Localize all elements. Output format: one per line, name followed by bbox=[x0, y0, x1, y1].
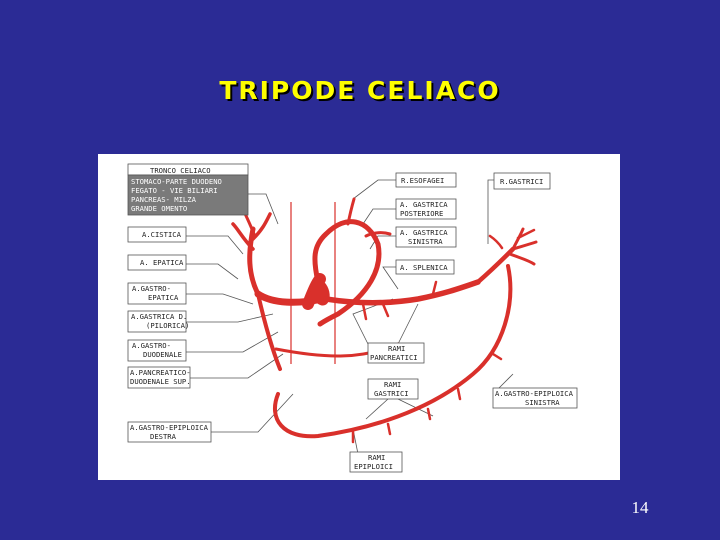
trunk-box: TRONCO CELIACO STOMACO-PARTE DUODENO FEG… bbox=[127, 163, 249, 216]
slide-title: TRIPODE CELIACO bbox=[219, 76, 501, 105]
svg-text:A.GASTRO-EPIPLOICA: A.GASTRO-EPIPLOICA bbox=[130, 423, 209, 432]
svg-text:EPIPLOICI: EPIPLOICI bbox=[354, 462, 393, 471]
label-r-esofagei: R.ESOFAGEI bbox=[395, 172, 457, 188]
page-number: 14 bbox=[631, 498, 649, 517]
label-a-gastro-epiploica-sinistra: A.GASTRO-EPIPLOICA SINISTRA bbox=[492, 387, 578, 409]
label-a-splenica: A. SPLENICA bbox=[395, 259, 455, 275]
svg-text:GASTRICI: GASTRICI bbox=[374, 389, 409, 398]
svg-text:DUODENALE: DUODENALE bbox=[143, 350, 182, 359]
svg-text:DUODENALE SUP.: DUODENALE SUP. bbox=[130, 377, 191, 386]
anatomy-illustration: TRONCO CELIACO STOMACO-PARTE DUODENO FEG… bbox=[127, 163, 578, 473]
svg-text:A.CISTICA: A.CISTICA bbox=[142, 230, 182, 239]
svg-text:A. GASTRICA: A. GASTRICA bbox=[400, 228, 448, 237]
label-a-gastro-epiploica-destra: A.GASTRO-EPIPLOICA DESTRA bbox=[127, 421, 212, 443]
svg-text:POSTERIORE: POSTERIORE bbox=[400, 209, 443, 218]
svg-text:RAMI: RAMI bbox=[368, 453, 385, 462]
label-a-epatica: A. EPATICA bbox=[127, 254, 187, 271]
svg-text:A.GASTRO-EPIPLOICA: A.GASTRO-EPIPLOICA bbox=[495, 389, 574, 398]
svg-text:SINISTRA: SINISTRA bbox=[408, 237, 443, 246]
trunk-box-title: TRONCO CELIACO bbox=[150, 166, 211, 175]
label-r-gastrici: R.GASTRICI bbox=[493, 172, 551, 190]
svg-text:A. EPATICA: A. EPATICA bbox=[140, 258, 184, 267]
svg-text:A.PANCREATICO-: A.PANCREATICO- bbox=[130, 368, 191, 377]
svg-text:RAMI: RAMI bbox=[388, 344, 405, 353]
label-a-pancreatico-duodenale: A.PANCREATICO- DUODENALE SUP. bbox=[127, 366, 191, 389]
label-a-gastrica-destra: A.GASTRICA D. (PILORICA) bbox=[127, 310, 189, 333]
svg-text:R.ESOFAGEI: R.ESOFAGEI bbox=[401, 176, 444, 185]
label-rami-pancreatici: RAMI PANCREATICI bbox=[367, 342, 425, 364]
label-a-gastrica-posteriore: A. GASTRICA POSTERIORE bbox=[395, 198, 457, 220]
label-a-gastrica-sinistra: A. GASTRICA SINISTRA bbox=[395, 226, 457, 248]
label-a-cistica: A.CISTICA bbox=[127, 226, 187, 243]
svg-text:RAMI: RAMI bbox=[384, 380, 401, 389]
svg-text:EPATICA: EPATICA bbox=[148, 293, 179, 302]
label-rami-gastrici: RAMI GASTRICI bbox=[367, 378, 419, 400]
trunk-box-line: GRANDE OMENTO bbox=[131, 204, 187, 213]
svg-text:R.GASTRICI: R.GASTRICI bbox=[500, 177, 543, 186]
svg-text:DESTRA: DESTRA bbox=[150, 432, 177, 441]
trunk-box-line: PANCREAS- MILZA bbox=[131, 195, 197, 204]
svg-text:A.GASTRICA D.: A.GASTRICA D. bbox=[131, 312, 187, 321]
svg-text:A.GASTRO-: A.GASTRO- bbox=[132, 284, 171, 293]
svg-text:A. SPLENICA: A. SPLENICA bbox=[400, 263, 448, 272]
label-a-gastro-epatica: A.GASTRO- EPATICA bbox=[127, 282, 187, 305]
svg-text:A.GASTRO-: A.GASTRO- bbox=[132, 341, 171, 350]
trunk-box-line: STOMACO-PARTE DUODENO bbox=[131, 177, 222, 186]
leader-lines bbox=[186, 179, 514, 455]
svg-text:(PILORICA): (PILORICA) bbox=[146, 321, 189, 330]
trunk-box-line: FEGATO - VIE BILIARI bbox=[131, 186, 218, 195]
celiac-trunk-diagram: TRONCO CELIACO STOMACO-PARTE DUODENO FEG… bbox=[98, 154, 620, 480]
svg-text:A. GASTRICA: A. GASTRICA bbox=[400, 200, 448, 209]
svg-text:SINISTRA: SINISTRA bbox=[525, 398, 560, 407]
label-a-gastro-duodenale: A.GASTRO- DUODENALE bbox=[127, 339, 187, 362]
artery-network bbox=[231, 197, 538, 444]
svg-text:PANCREATICI: PANCREATICI bbox=[370, 353, 418, 362]
label-rami-epiploici: RAMI EPIPLOICI bbox=[349, 451, 403, 473]
